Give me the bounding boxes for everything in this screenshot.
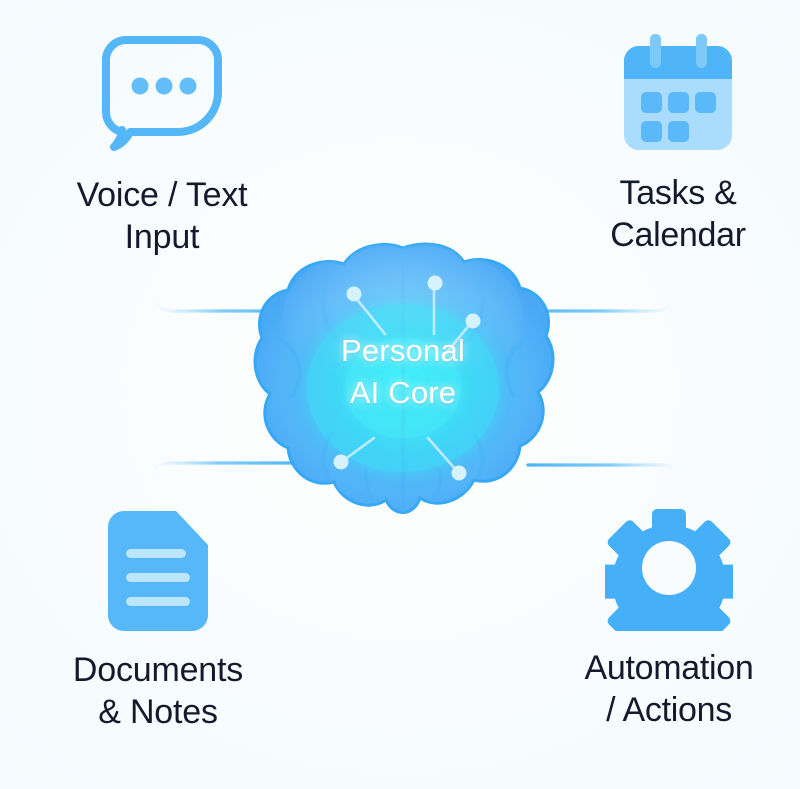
brain-icon (253, 242, 555, 514)
node-documents-notes[interactable]: Documents & Notes (18, 505, 298, 733)
node-voice-text-input[interactable]: Voice / Text Input (22, 30, 302, 258)
calendar-icon (624, 34, 732, 150)
node-documents-label-line2: & Notes (98, 693, 218, 732)
node-documents-label: Documents & Notes (73, 649, 243, 733)
node-tasks-label-line1: Tasks & (619, 174, 737, 212)
node-tasks-label-line2: Calendar (610, 216, 746, 255)
node-automation-actions[interactable]: Automation / Actions (540, 505, 798, 731)
node-documents-label-line1: Documents (72, 651, 244, 689)
node-voice-label: Voice / Text Input (77, 174, 248, 258)
node-voice-label-line1: Voice / Text (76, 176, 248, 214)
calendar-icon-wrap (616, 30, 740, 156)
speech-bubble-icon (102, 36, 222, 151)
ai-core-node[interactable]: Personal AI Core (248, 238, 558, 528)
node-voice-label-line2: Input (124, 218, 200, 257)
node-automation-label-line2: / Actions (606, 691, 732, 730)
circuit-traces (342, 284, 472, 472)
node-automation-label: Automation / Actions (585, 647, 754, 731)
node-tasks-label: Tasks & Calendar (610, 172, 746, 256)
speech-bubble-icon-wrap (96, 30, 228, 158)
gear-icon-wrap (605, 505, 733, 631)
gear-icon (605, 508, 733, 631)
circuit-nodes (333, 275, 481, 481)
document-icon (108, 511, 208, 631)
node-tasks-calendar[interactable]: Tasks & Calendar (558, 30, 798, 256)
document-icon-wrap (102, 505, 214, 633)
node-automation-label-line1: Automation (584, 649, 754, 687)
